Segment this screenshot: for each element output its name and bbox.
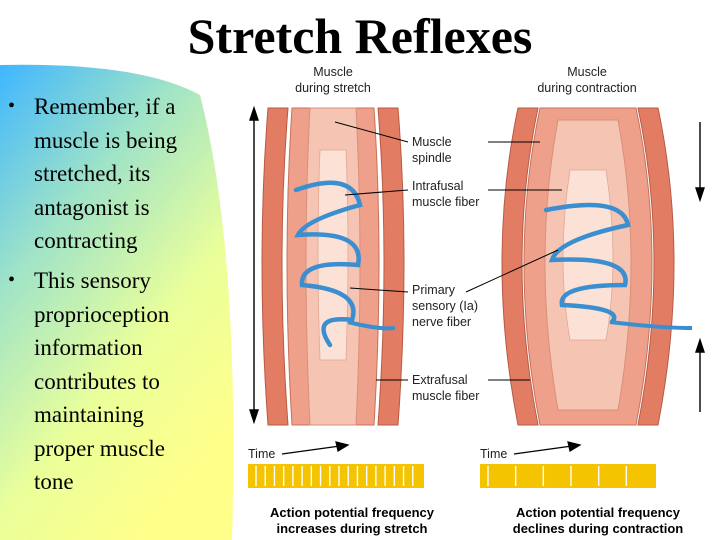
center-labels: Muscle spindle Intrafusal muscle fiber P… (412, 135, 479, 403)
bullet-text: This sensory proprioception information con… (34, 264, 243, 499)
header-right-line2: during contraction (537, 81, 636, 95)
contraction-arrow-icon (695, 122, 705, 412)
header-right-line1: Muscle (567, 65, 607, 79)
bullet-line: contributes to (34, 368, 160, 394)
action-potential-track-stretch (248, 464, 424, 488)
time-arrow-left-icon (281, 441, 350, 455)
muscle-during-stretch (261, 107, 405, 426)
bullet-line: tone (34, 469, 74, 494)
bullet-text: Remember, if a muscle is being stretched, … (34, 90, 243, 258)
label-primary-sensory-line1: Primary (412, 283, 456, 297)
bullet-line: proprioception (34, 301, 170, 327)
time-label-left: Time (248, 447, 275, 461)
action-potential-track-contraction (480, 464, 656, 488)
time-label-right: Time (480, 447, 507, 461)
stretch-arrow-icon (249, 105, 259, 425)
bullet-line: contracting (34, 228, 138, 253)
bullet-line: proper muscle (34, 435, 165, 461)
time-arrow-right-icon (513, 441, 582, 455)
bullet-line: muscle is being (34, 127, 178, 153)
label-primary-sensory-line3: nerve fiber (412, 315, 471, 329)
caption-left-line1: Action potential frequency (270, 505, 435, 520)
bullet-point: • This sensory proprioception information c… (8, 264, 243, 499)
bullet-point: • Remember, if a muscle is being stretched… (8, 90, 243, 258)
bullet-line: maintaining (34, 402, 144, 427)
stretch-reflex-diagram: Muscle during stretch Muscle during cont… (248, 65, 705, 536)
label-intrafusal-line1: Intrafusal (412, 179, 463, 193)
header-left-line2: during stretch (295, 81, 371, 95)
label-primary-sensory-line2: sensory (Ia) (412, 299, 478, 313)
bullet-line: Remember, if a (34, 94, 176, 119)
label-intrafusal-line2: muscle fiber (412, 195, 479, 209)
leader-lines (334, 121, 562, 381)
label-extrafusal-line2: muscle fiber (412, 389, 479, 403)
caption-right-line2: declines during contraction (513, 521, 684, 536)
muscle-during-contraction (501, 107, 693, 426)
spike-track-background (480, 464, 656, 488)
bullet-line: This sensory (34, 268, 151, 293)
bullet-dot-icon: • (8, 269, 16, 291)
label-muscle-spindle-line2: spindle (412, 151, 452, 165)
bullet-line: stretched, its (34, 161, 151, 186)
caption-right-line1: Action potential frequency (516, 505, 681, 520)
bullet-dot-icon: • (8, 95, 16, 117)
slide-title: Stretch Reflexes (187, 8, 533, 64)
label-muscle-spindle-line1: Muscle (412, 135, 452, 149)
caption-left-line2: increases during stretch (277, 521, 428, 536)
header-left-line1: Muscle (313, 65, 353, 79)
bullet-line: antagonist is (34, 194, 150, 220)
label-extrafusal-line1: Extrafusal (412, 373, 468, 387)
bullet-line: information (34, 335, 143, 360)
